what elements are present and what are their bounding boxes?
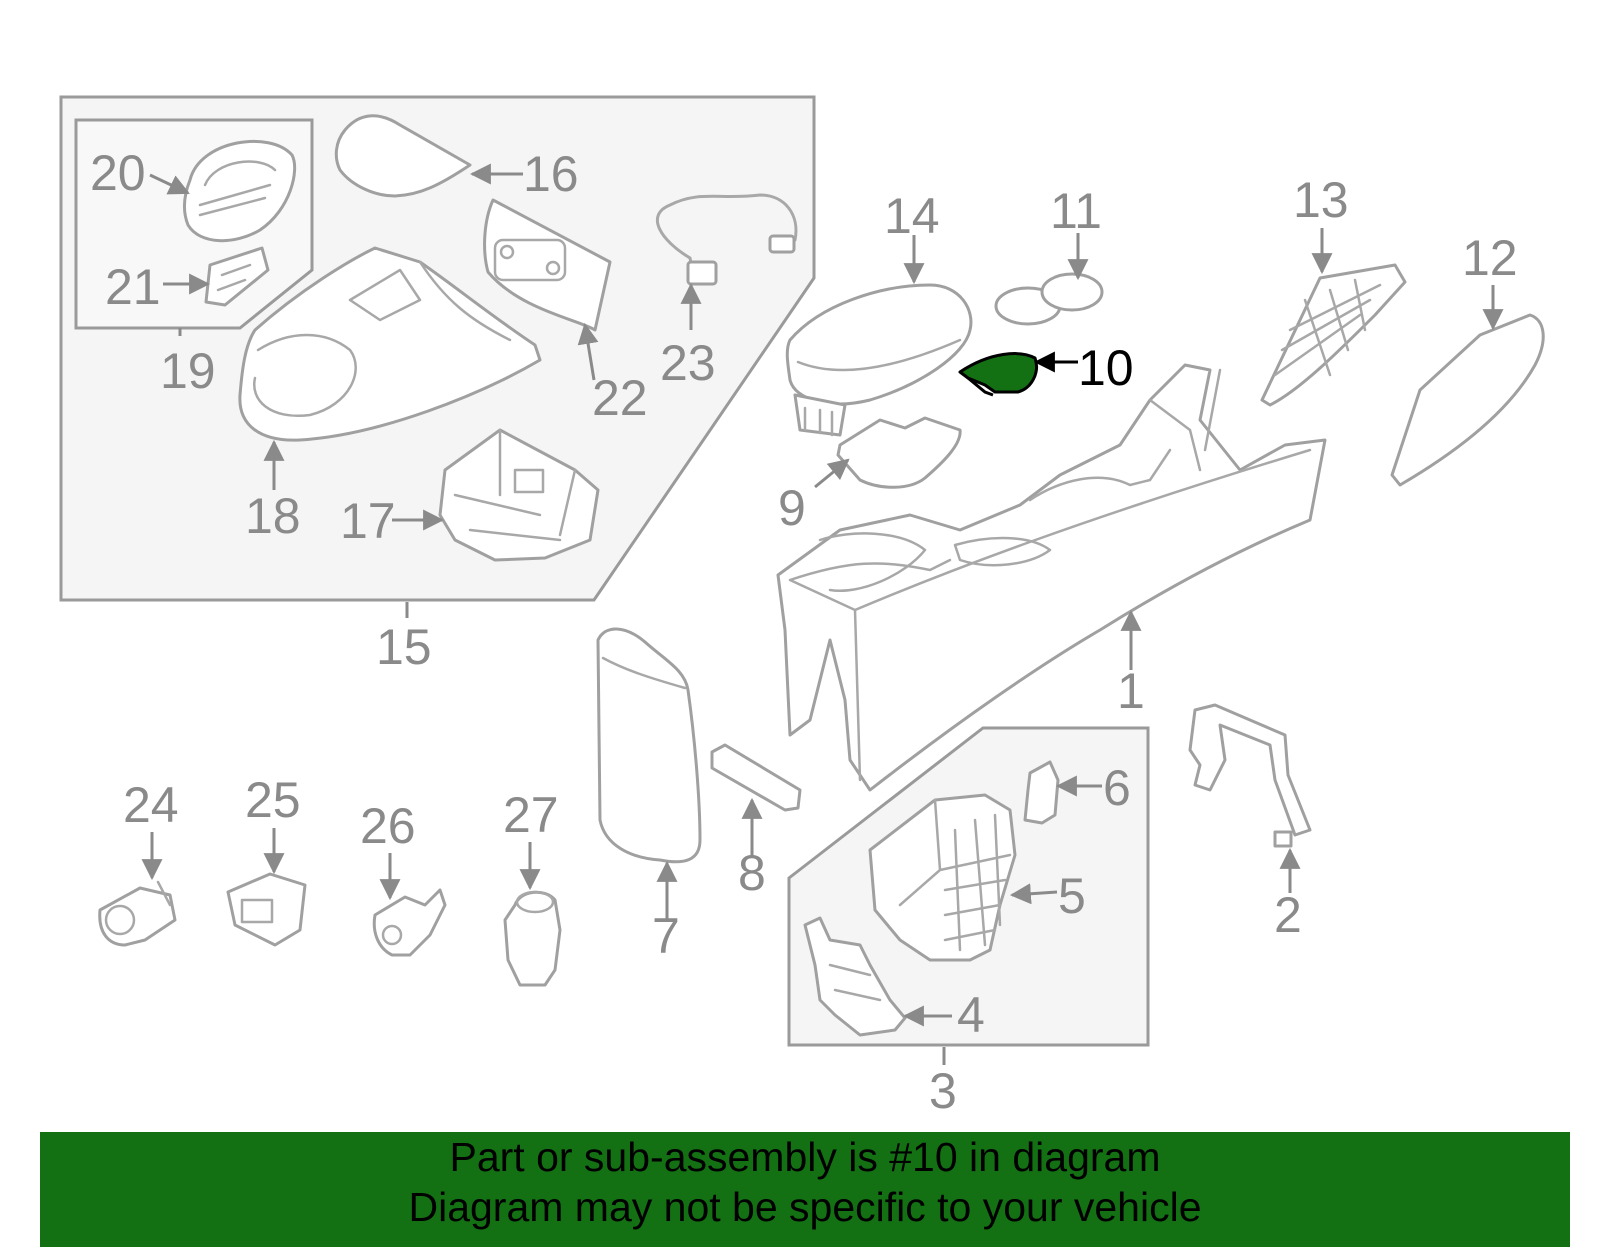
part-5-storage-box [868,793,1017,962]
part-24-power-outlet [98,880,177,947]
callout-19: 19 [160,343,216,399]
callout-25: 25 [245,772,301,828]
part-9-tray-mat [836,416,962,489]
leader-arrows [141,163,1504,1065]
banner-line-2: Diagram may not be specific to your vehi… [408,1184,1202,1230]
part-6-clip [1023,760,1060,825]
part-12-side-panel [1390,313,1545,487]
banner-line-1: Part or sub-assembly is #10 in diagram [449,1134,1161,1180]
part-14-armrest-lid [785,283,973,437]
callout-7: 7 [652,908,680,964]
part-13-side-panel [1260,263,1407,407]
callout-16: 16 [523,146,579,202]
callout-11: 11 [1050,183,1102,239]
callout-5: 5 [1058,868,1086,924]
callout-3: 3 [929,1063,957,1119]
callout-22: 22 [592,370,648,426]
info-banner: Part or sub-assembly is #10 in diagram D… [40,1132,1570,1247]
callout-1: 1 [1117,663,1145,719]
part-11-mat [994,272,1104,326]
part-8-strip [710,743,802,812]
callout-27: 27 [503,787,559,843]
callout-26: 26 [360,798,416,854]
callout-21: 21 [105,259,161,315]
callout-6: 6 [1103,760,1131,816]
callout-15: 15 [376,619,432,675]
part-23-harness [656,193,798,286]
callout-8: 8 [738,845,766,901]
part-7-trim [596,627,702,864]
callout-10: 10 [1078,340,1134,396]
callout-17: 17 [340,493,396,549]
part-2-bracket [1188,703,1312,848]
callout-20: 20 [90,145,146,201]
callout-12: 12 [1462,230,1518,286]
part-25-usb-port [226,872,307,947]
callout-2: 2 [1274,887,1302,943]
callout-9: 9 [778,480,806,536]
part-27-switch [503,890,562,987]
callout-4: 4 [957,987,985,1043]
part-20-shift-bezel [182,139,297,243]
callout-14: 14 [884,188,940,244]
callout-13: 13 [1293,172,1349,228]
callout-23: 23 [660,335,716,391]
part-16-cover [334,114,472,198]
callout-24: 24 [123,777,179,833]
callout-numbers: 1 2 3 4 5 6 7 8 9 10 11 12 13 14 15 16 1… [90,145,1518,1119]
part-21-switch [204,246,270,307]
callout-18: 18 [245,488,301,544]
part-26-aux-jack [372,888,447,957]
part-17-bracket [438,428,600,562]
part-10-highlighted [958,352,1038,397]
part-18-console-upper [238,246,542,442]
